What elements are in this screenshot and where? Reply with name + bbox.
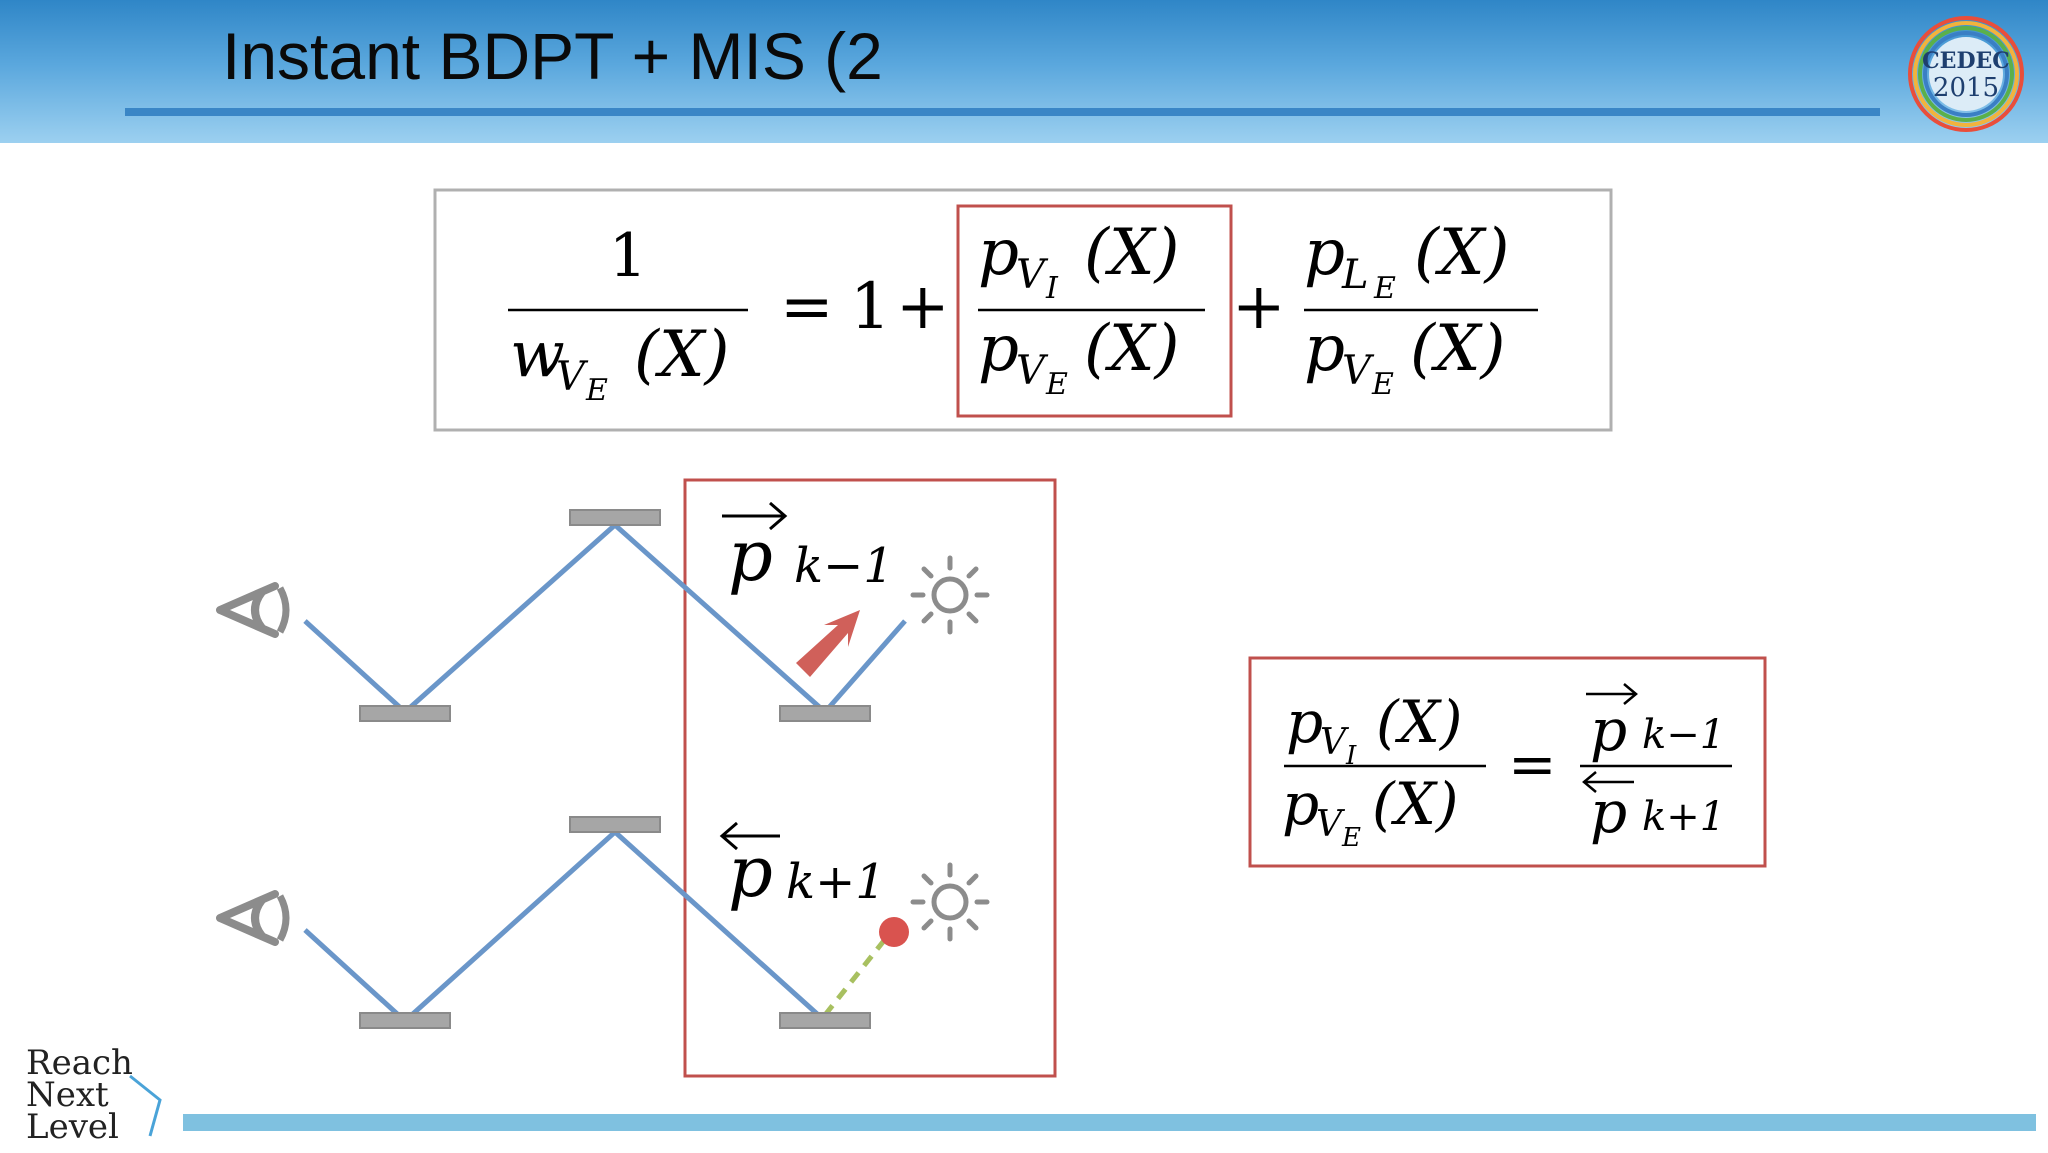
top-one: 1 — [850, 270, 891, 344]
right-num-sub-v: V — [1320, 722, 1350, 763]
lower-label-sub: k+1 — [786, 854, 886, 910]
top-t2-num-sub-l: L — [1341, 252, 1369, 298]
right-rhs-num-p: p — [1590, 696, 1627, 764]
footer-bar — [183, 1114, 2036, 1131]
right-equation: p V I (X) p V E (X) = p k−1 p k+1 — [1248, 656, 1767, 868]
upper-surface-1 — [359, 705, 451, 722]
lower-dashed-connection — [823, 931, 892, 1017]
upper-surface-3 — [779, 705, 871, 722]
top-equation-highlight-box — [956, 204, 1233, 418]
lower-light-point — [879, 917, 909, 947]
upper-label-arrow-right-icon — [769, 501, 788, 531]
top-lhs-arg: (X) — [634, 318, 730, 392]
lower-surface-1 — [359, 1012, 451, 1029]
right-num-arg: (X) — [1376, 688, 1463, 756]
top-plus-2: + — [1232, 270, 1286, 344]
top-plus-1: + — [896, 270, 950, 344]
diagram-highlight-box — [683, 478, 1057, 1078]
top-t1-den-p: p — [978, 312, 1019, 386]
upper-direction-arrow-icon — [796, 610, 860, 677]
rnl-line1: Reach — [26, 1043, 133, 1083]
top-equals: = — [780, 270, 834, 344]
top-t1-den-sub-v: V — [1016, 348, 1049, 394]
right-num-sub-i: I — [1345, 741, 1357, 771]
right-num-p: p — [1286, 688, 1323, 756]
right-rhs-num-sub: k−1 — [1642, 712, 1725, 758]
top-t1-num-arg: (X) — [1084, 216, 1180, 290]
top-t2-den-p: p — [1304, 312, 1345, 386]
header-underline — [125, 108, 1880, 116]
upper-label-p: p — [728, 515, 773, 597]
lower-surface-3 — [779, 1012, 871, 1029]
upper-eye-icon — [220, 586, 286, 634]
lower-light-path — [303, 828, 827, 1025]
top-t2-den-sub-e: E — [1371, 367, 1394, 402]
right-rhs-den-p: p — [1590, 778, 1627, 846]
right-den-sub-v: V — [1316, 804, 1346, 845]
top-t1-num-sub-i: I — [1045, 271, 1059, 306]
right-rhs-num-arrow-icon — [1623, 683, 1638, 705]
top-t2-den-sub-v: V — [1342, 348, 1375, 394]
cedec-logo-icon: CEDEC 2015 — [1908, 16, 2024, 132]
rnl-line3: Level — [26, 1107, 119, 1140]
top-t1-den-sub-e: E — [1045, 367, 1068, 402]
cedec-logo-year: 2015 — [1933, 73, 1999, 103]
top-lhs-numerator: 1 — [609, 221, 647, 291]
right-den-p: p — [1282, 770, 1319, 838]
right-equals: = — [1508, 730, 1557, 798]
lower-sun-icon — [913, 865, 987, 939]
right-den-arg: (X) — [1372, 770, 1459, 838]
lower-eye-icon — [220, 894, 286, 942]
top-t2-num-p: p — [1304, 216, 1345, 290]
right-rhs-den-sub: k+1 — [1642, 794, 1725, 840]
upper-light-segment — [823, 619, 907, 714]
rnl-bracket-icon — [129, 1074, 162, 1137]
top-t1-den-arg: (X) — [1084, 312, 1180, 386]
lower-label-p: p — [728, 831, 773, 913]
slide-header — [0, 0, 2048, 143]
top-equation: 1 w V E (X) = 1 + p V I (X) p V E (X) + … — [433, 188, 1613, 432]
rnl-line2: Next — [26, 1075, 109, 1115]
top-t2-num-arg: (X) — [1414, 216, 1510, 290]
top-t1-num-p: p — [978, 216, 1019, 290]
top-lhs-sub-v: V — [556, 354, 589, 400]
lower-label-arrow-left-icon — [719, 821, 738, 851]
top-t1-num-sub-v: V — [1016, 252, 1049, 298]
reach-next-level-logo: Reach Next Level — [26, 1043, 162, 1140]
upper-surface-2 — [569, 509, 661, 526]
top-t2-num-sub-e: E — [1373, 271, 1396, 306]
upper-light-path — [303, 521, 827, 716]
path-diagram: p k−1 p k+1 — [200, 478, 1057, 1078]
right-den-sub-e: E — [1341, 823, 1361, 853]
top-t2-den-arg: (X) — [1410, 312, 1506, 386]
lower-surface-2 — [569, 816, 661, 833]
top-lhs-w: w — [510, 318, 565, 392]
right-rhs-den-arrow-icon — [1582, 771, 1597, 793]
upper-sun-icon — [913, 558, 987, 632]
upper-label-sub: k−1 — [794, 538, 894, 594]
top-lhs-sub-e: E — [585, 373, 608, 408]
slide-title: Instant BDPT + MIS (2 — [222, 19, 883, 93]
cedec-logo-name: CEDEC — [1922, 48, 2010, 74]
